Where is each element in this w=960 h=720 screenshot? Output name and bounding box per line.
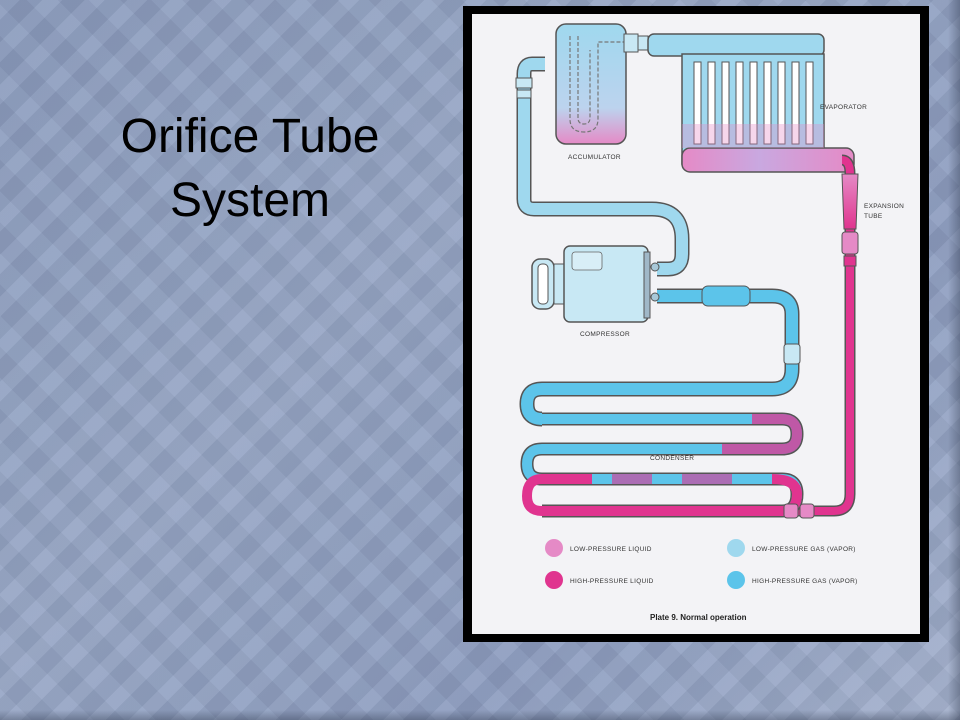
legend-label: LOW-PRESSURE LIQUID [570, 546, 652, 553]
expansion-tube-label-2: TUBE [864, 213, 883, 220]
legend-item: HIGH-PRESSURE GAS (VAPOR) [727, 571, 858, 589]
legend-item: HIGH-PRESSURE LIQUID [545, 571, 654, 589]
slide-title: Orifice Tube System [40, 105, 460, 233]
legend-swatch [545, 539, 563, 557]
legend-item: LOW-PRESSURE GAS (VAPOR) [727, 539, 856, 557]
legend-item: LOW-PRESSURE LIQUID [545, 539, 652, 557]
liquid-line [792, 154, 859, 517]
legend-swatch [727, 539, 745, 557]
evaporator-label: EVAPORATOR [820, 104, 867, 111]
legend-label: LOW-PRESSURE GAS (VAPOR) [752, 546, 856, 553]
legend-swatch [727, 571, 745, 589]
legend-label: HIGH-PRESSURE GAS (VAPOR) [752, 578, 858, 585]
diagram-frame: ACCUMULATOR EVAPORATOR [463, 6, 929, 642]
slide-title-line-2: System [169, 174, 331, 227]
discharge-line [519, 285, 801, 427]
condenser-label: CONDENSER [650, 455, 694, 462]
expansion-tube-fitting [841, 231, 859, 255]
legend-label: HIGH-PRESSURE LIQUID [570, 578, 654, 585]
condenser-inlet-fitting [783, 343, 801, 365]
compressor [531, 245, 660, 323]
accumulator-label: ACCUMULATOR [568, 154, 621, 161]
orifice-tube-diagram: ACCUMULATOR EVAPORATOR [472, 14, 920, 634]
accumulator [555, 23, 649, 145]
expansion-tube-label-1: EXPANSION [864, 203, 904, 210]
slide-edge-shadow-bottom [0, 710, 960, 720]
legend-swatch [545, 571, 563, 589]
slide-title-line-1: Orifice Tube [120, 110, 380, 163]
legend: LOW-PRESSURE LIQUID HIGH-PRESSURE LIQUID… [545, 539, 858, 589]
slide-edge-shadow-right [948, 0, 960, 720]
compressor-label: COMPRESSOR [580, 331, 630, 338]
suction-fitting [515, 77, 533, 89]
suction-line [515, 56, 690, 277]
condenser [520, 412, 815, 519]
evaporator [647, 33, 855, 173]
plate-caption: Plate 9. Normal operation [650, 613, 747, 622]
